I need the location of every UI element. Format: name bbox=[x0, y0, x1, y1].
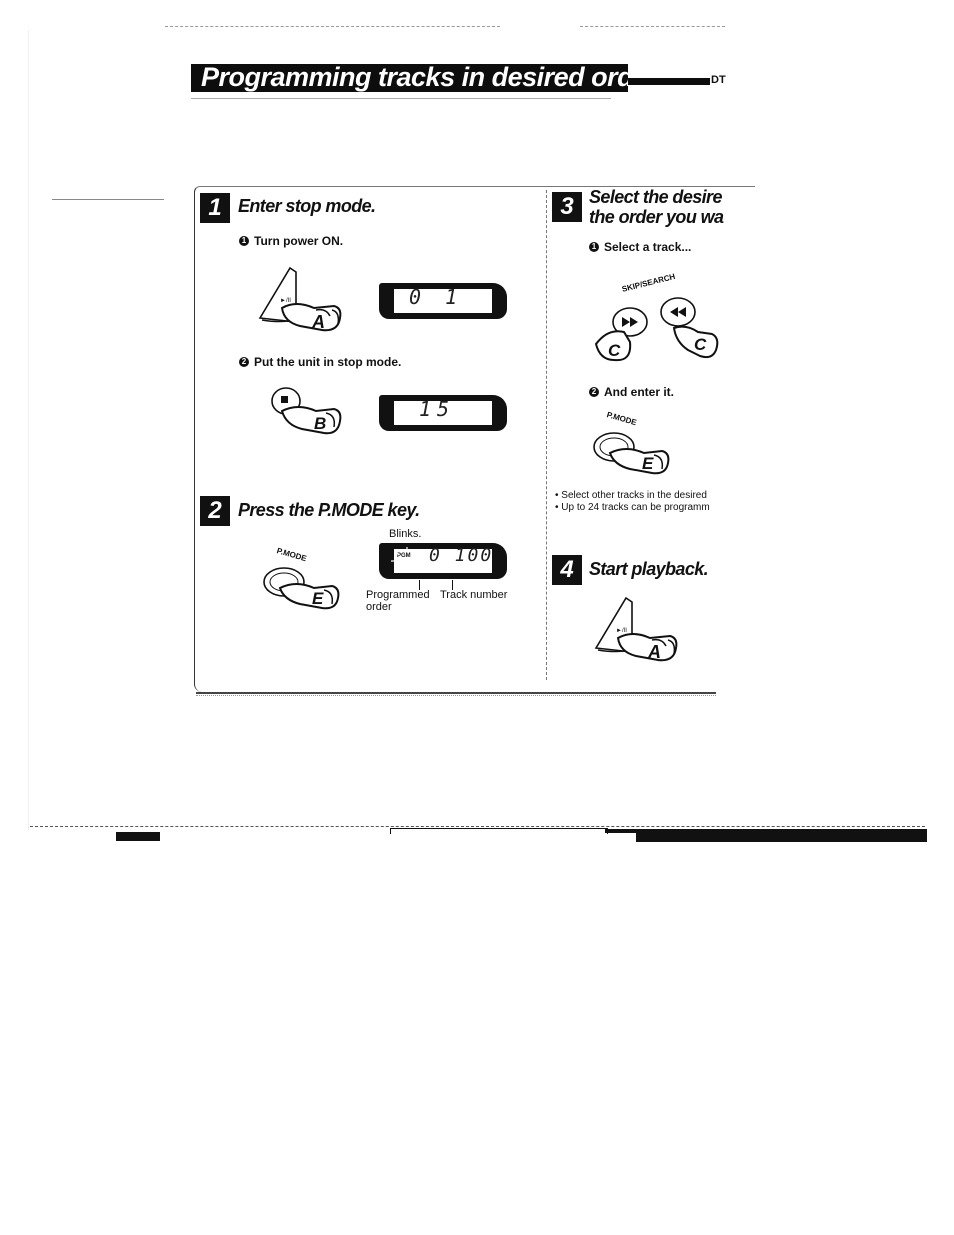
scan-edge bbox=[28, 30, 929, 830]
stop-button-hand-icon: B bbox=[271, 387, 342, 435]
p-mode-button-hand-icon: E bbox=[263, 567, 340, 610]
step-3-number: 3 bbox=[552, 192, 582, 222]
step-2-title: Press the P.MODE key. bbox=[238, 500, 420, 520]
side-rule bbox=[52, 199, 164, 200]
blink-rays-icon bbox=[391, 547, 423, 562]
title-bar-tail bbox=[628, 78, 710, 85]
svg-text:B: B bbox=[314, 414, 326, 433]
scan-dashes bbox=[165, 26, 500, 27]
frame-bottom-rule bbox=[196, 695, 716, 696]
callout-track-number: Track number bbox=[440, 589, 508, 601]
step-1-title: Enter stop mode. bbox=[238, 196, 376, 216]
bottom-bar bbox=[636, 833, 927, 842]
note-1: • Select other tracks in the desired bbox=[555, 490, 707, 501]
page-title: Programming tracks in desired order bbox=[201, 64, 628, 92]
svg-text:C: C bbox=[694, 335, 707, 354]
page-title-banner: Programming tracks in desired order bbox=[191, 64, 628, 92]
note-2-text: Up to 24 tracks can be programm bbox=[561, 502, 710, 513]
title-underline bbox=[191, 98, 611, 99]
lcd-readout: 15 bbox=[419, 397, 456, 421]
step-1-number: 1 bbox=[200, 193, 230, 223]
step-marker-2: 2 bbox=[589, 387, 599, 397]
svg-text:E: E bbox=[642, 454, 654, 473]
blinks-label: Blinks. bbox=[389, 528, 422, 540]
callout-order: order bbox=[366, 601, 392, 613]
bottom-bar bbox=[390, 828, 608, 834]
play-pause-button-hand-icon: A ►/II bbox=[258, 266, 342, 332]
step-4-number: 4 bbox=[552, 555, 582, 585]
bottom-dash-rule bbox=[30, 826, 925, 827]
lcd-readout: 0 100 bbox=[429, 545, 494, 566]
svg-text:A: A bbox=[311, 312, 325, 332]
step-1-substep-1-text: Turn power ON. bbox=[254, 234, 344, 248]
bottom-bar bbox=[605, 829, 927, 833]
svg-text:►/II: ►/II bbox=[280, 298, 291, 304]
pgm-indicator: PGM bbox=[397, 553, 411, 559]
lcd-display-2: 15 bbox=[379, 395, 507, 431]
lcd-display-3: PGM 0 100 bbox=[379, 543, 507, 579]
lcd-display-1: 0 1 bbox=[379, 283, 507, 319]
svg-text:A: A bbox=[647, 642, 661, 662]
step-3-title-line-2: the order you wa bbox=[589, 207, 724, 227]
step-marker-1: 1 bbox=[589, 242, 599, 252]
step-3-substep-1: 1 Select a track... bbox=[589, 240, 691, 254]
svg-text:►/II: ►/II bbox=[616, 628, 627, 634]
scan-dashes bbox=[580, 26, 725, 27]
corner-mark: DT bbox=[711, 74, 726, 86]
column-divider bbox=[546, 190, 547, 680]
frame-bottom-rule bbox=[196, 692, 716, 694]
step-3-substep-1-text: Select a track... bbox=[604, 240, 692, 254]
step-3-substep-2-text: And enter it. bbox=[604, 385, 675, 399]
step-4-title: Start playback. bbox=[589, 559, 709, 579]
bottom-bar bbox=[116, 832, 160, 841]
step-2-number: 2 bbox=[200, 496, 230, 526]
play-pause-button-hand-icon: A ►/II bbox=[594, 596, 678, 662]
p-mode-button-hand-icon: E bbox=[593, 432, 670, 475]
skip-search-buttons-hand-icon: C C bbox=[594, 297, 719, 362]
instruction-frame bbox=[194, 186, 755, 692]
callout-line bbox=[452, 580, 453, 590]
step-marker-1: 1 bbox=[239, 236, 249, 246]
step-1-substep-1: 1 Turn power ON. bbox=[239, 234, 343, 248]
note-2: • Up to 24 tracks can be programm bbox=[555, 502, 710, 513]
lcd-readout: 0 1 bbox=[409, 285, 464, 309]
callout-programmed: Programmed bbox=[366, 589, 430, 601]
svg-text:C: C bbox=[608, 341, 621, 360]
step-3-title-line-1: Select the desire bbox=[589, 187, 722, 207]
svg-text:E: E bbox=[312, 589, 324, 608]
step-1-substep-2-text: Put the unit in stop mode. bbox=[254, 355, 402, 369]
note-1-text: Select other tracks in the desired bbox=[561, 490, 707, 501]
step-marker-2: 2 bbox=[239, 357, 249, 367]
step-3-substep-2: 2 And enter it. bbox=[589, 385, 674, 399]
callout-line bbox=[419, 580, 420, 590]
step-1-substep-2: 2 Put the unit in stop mode. bbox=[239, 355, 401, 369]
